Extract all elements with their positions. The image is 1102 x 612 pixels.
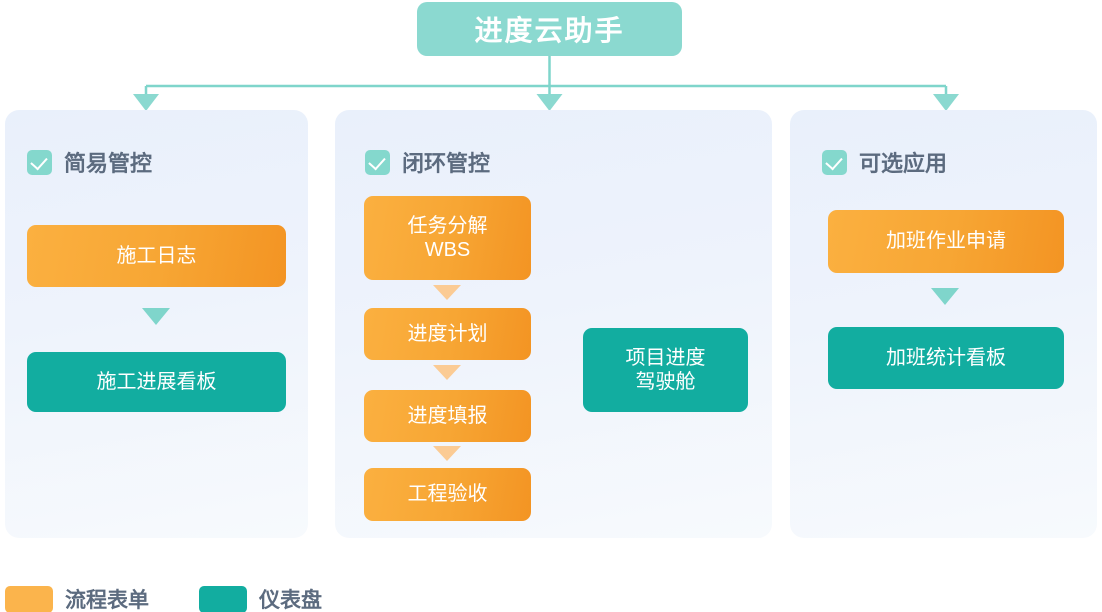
card-title-2: 闭环管控 xyxy=(402,151,491,176)
checkbox-checked-icon[interactable] xyxy=(822,149,847,175)
checkbox-checked-icon[interactable] xyxy=(27,149,52,175)
card-optional-apps: 可选应用 xyxy=(790,110,1097,538)
legend-label-form: 流程表单 xyxy=(65,589,149,612)
legend-label-dashboard: 仪表盘 xyxy=(259,589,322,612)
legend-swatch-form-icon xyxy=(5,585,53,612)
checkbox-checked-icon[interactable] xyxy=(365,149,390,175)
legend-item-dashboard: 仪表盘 xyxy=(199,584,322,612)
node-overtime-request[interactable]: 加班作业申请 xyxy=(828,210,1064,273)
node-schedule-plan[interactable]: 进度计划 xyxy=(364,308,531,360)
connector-arrow-center xyxy=(536,94,563,111)
node-task-breakdown-wbs[interactable]: 任务分解 WBS xyxy=(364,196,531,280)
card-header-1: 简易管控 xyxy=(27,146,152,178)
node-project-progress-cockpit[interactable]: 项目进度 驾驶舱 xyxy=(583,328,748,412)
node-project-acceptance[interactable]: 工程验收 xyxy=(364,468,531,521)
connector-arrow-right xyxy=(933,94,959,111)
legend: 流程表单 仪表盘 xyxy=(5,584,358,612)
page-title: 进度云助手 xyxy=(474,15,625,46)
legend-swatch-dashboard-icon xyxy=(199,585,247,612)
diagram-title-box: 进度云助手 xyxy=(417,2,682,56)
legend-item-form: 流程表单 xyxy=(5,584,149,612)
connector-arrow-left xyxy=(133,94,159,111)
node-construction-progress-board[interactable]: 施工进展看板 xyxy=(27,352,286,412)
node-overtime-statistics-board[interactable]: 加班统计看板 xyxy=(828,327,1064,389)
flow-arrow-down-c2-1 xyxy=(433,285,461,300)
node-schedule-report[interactable]: 进度填报 xyxy=(364,390,531,442)
card-header-2: 闭环管控 xyxy=(365,146,490,178)
flow-arrow-down-c1 xyxy=(142,308,170,325)
card-title-3: 可选应用 xyxy=(859,151,948,176)
flow-arrow-down-c2-2 xyxy=(433,365,461,380)
card-header-3: 可选应用 xyxy=(822,146,947,178)
flow-arrow-down-c2-3 xyxy=(433,446,461,461)
node-construction-log[interactable]: 施工日志 xyxy=(27,225,286,287)
flow-arrow-down-c3 xyxy=(931,288,959,305)
card-title-1: 简易管控 xyxy=(64,151,153,176)
